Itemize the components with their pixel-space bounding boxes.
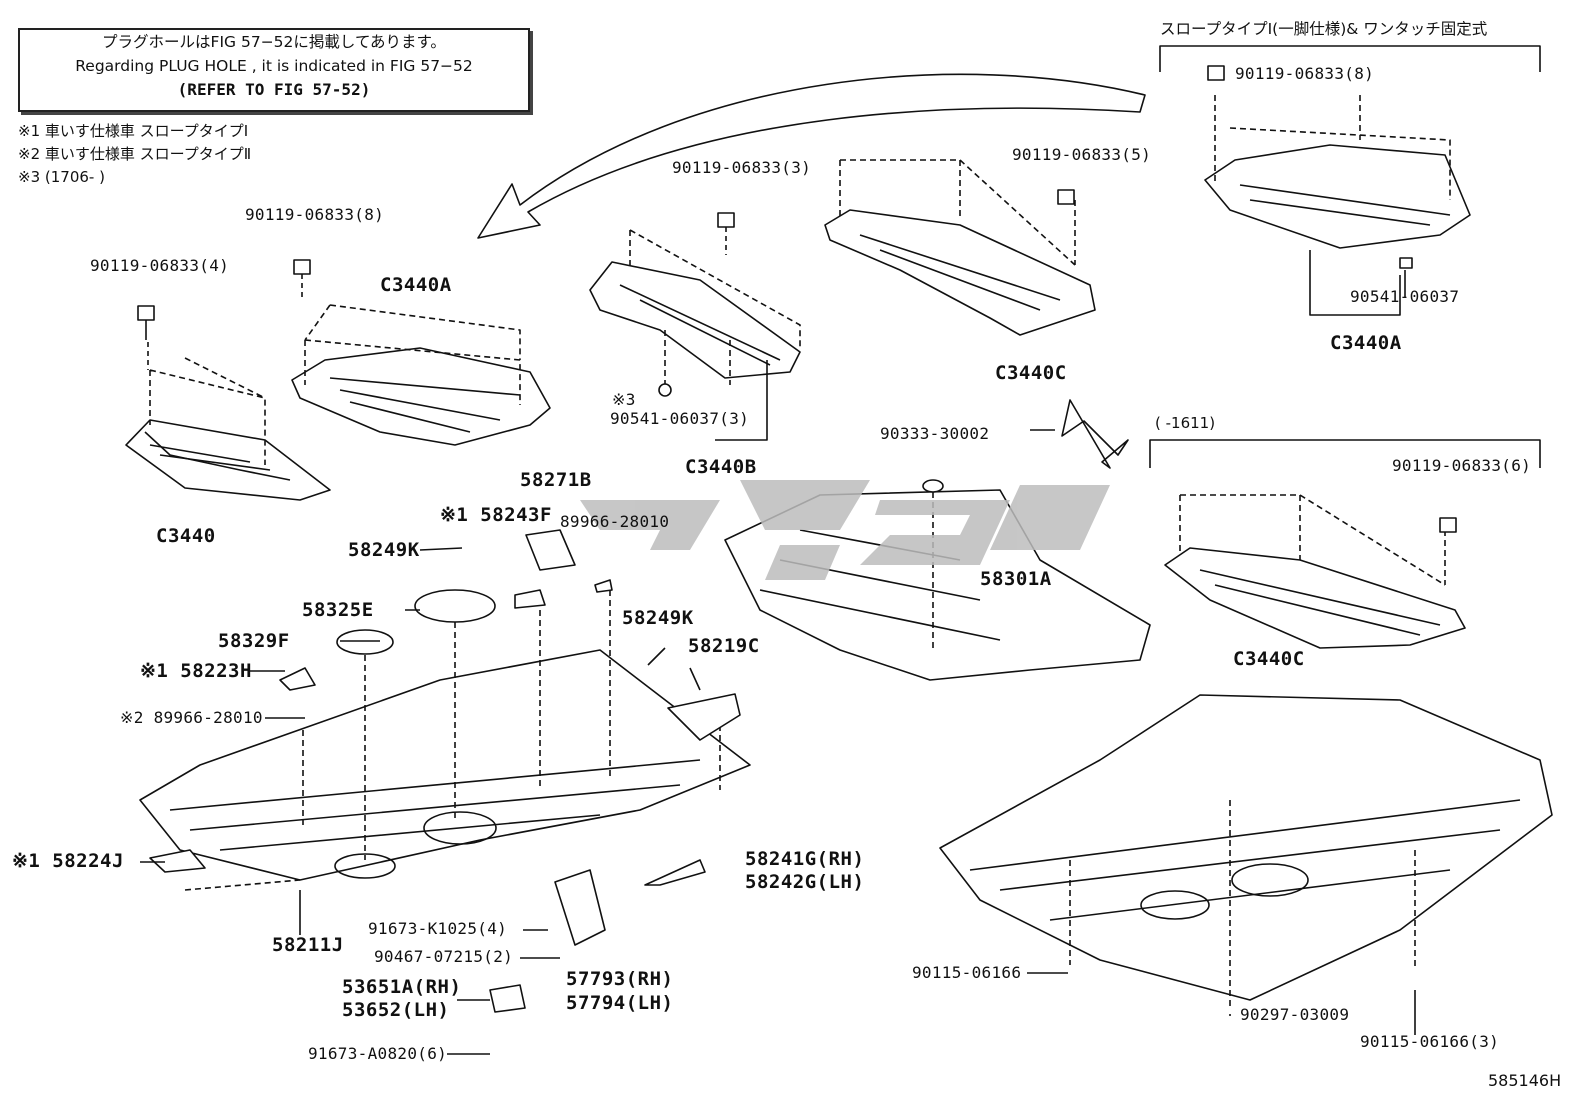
cover-c3440 — [125, 305, 331, 501]
cover-c3440c-mid — [824, 159, 1096, 336]
part-label[interactable]: 58242G(LH) — [745, 871, 865, 893]
footnote-2: ※2 車いす仕様車 スロープタイプⅡ — [18, 145, 252, 163]
part-label[interactable]: 58271B — [520, 469, 592, 491]
variant-range: ( -1611) — [1155, 414, 1216, 432]
notice-jp: プラグホールはFIG 57−52に掲載してあります。 — [102, 33, 446, 51]
part-label[interactable]: ※1 58243F — [440, 504, 552, 526]
part-label[interactable]: C3440C — [995, 362, 1067, 384]
part-label[interactable]: 91673-K1025(4) — [368, 919, 508, 938]
footnote-1: ※1 車いす仕様車 スロープタイプⅠ — [18, 122, 249, 140]
part-label: ※3 — [612, 390, 636, 409]
part-label[interactable]: C3440A — [380, 274, 452, 296]
part-label[interactable]: 90115-06166 — [912, 963, 1022, 982]
part-label[interactable]: 58211J — [272, 934, 344, 956]
notice-ref: (REFER TO FIG 57-52) — [177, 80, 371, 99]
bracket-slope-type — [1159, 45, 1541, 72]
watermark — [540, 455, 1140, 605]
part-label[interactable]: 58249K — [622, 607, 694, 629]
floor-58301a — [724, 479, 1151, 681]
part-label[interactable]: C3440C — [1233, 648, 1305, 670]
notice-en: Regarding PLUG HOLE , it is indicated in… — [75, 57, 473, 75]
part-label[interactable]: 90333-30002 — [880, 424, 990, 443]
part-label[interactable]: 58301A — [980, 568, 1052, 590]
arrow-icon — [1061, 399, 1129, 469]
figure-code: 585146H — [1488, 1071, 1562, 1090]
floor-58211j — [139, 529, 751, 1013]
part-label[interactable]: ※2 89966-28010 — [120, 708, 263, 727]
part-label[interactable]: 90119-06833(8) — [1235, 64, 1375, 83]
part-label[interactable]: 53652(LH) — [342, 999, 450, 1021]
cover-c3440b — [589, 212, 801, 441]
part-label[interactable]: 91673-A0820(6) — [308, 1044, 448, 1063]
curved-arrow-icon — [477, 73, 1146, 239]
variant-slope-type: スロープタイプⅠ(一脚仕様)& ワンタッチ固定式 — [1160, 20, 1488, 38]
part-label[interactable]: 90119-06833(6) — [1392, 456, 1532, 475]
part-label[interactable]: ※1 58223H — [140, 660, 252, 682]
part-label[interactable]: 90119-06833(8) — [245, 205, 385, 224]
part-label[interactable]: 90119-06833(5) — [1012, 145, 1152, 164]
watermark-shapes — [580, 480, 1110, 580]
cover-c3440c-right — [1164, 494, 1466, 649]
floor-right — [939, 694, 1553, 1010]
bracket-range — [1149, 439, 1541, 468]
part-label[interactable]: 90119-06833(3) — [672, 158, 812, 177]
part-label[interactable]: 90119-06833(4) — [90, 256, 230, 275]
part-label[interactable]: 90297-03009 — [1240, 1005, 1350, 1024]
cover-c3440a-left — [291, 259, 551, 446]
part-label[interactable]: ※1 58224J — [12, 850, 124, 872]
part-label[interactable]: C3440A — [1330, 332, 1402, 354]
part-label[interactable]: 57793(RH) — [566, 968, 674, 990]
part-label[interactable]: 57794(LH) — [566, 992, 674, 1014]
part-label[interactable]: 58219C — [688, 635, 760, 657]
part-label[interactable]: 90115-06166(3) — [1360, 1032, 1500, 1051]
part-label[interactable]: 58241G(RH) — [745, 848, 865, 870]
part-label[interactable]: 89966-28010 — [560, 512, 670, 531]
part-label[interactable]: 58329F — [218, 630, 290, 652]
cover-c3440a-right — [1204, 65, 1471, 316]
part-label[interactable]: 90541-06037 — [1350, 287, 1460, 306]
part-label[interactable]: C3440 — [156, 525, 216, 547]
footnote-3: ※3 (1706- ) — [18, 168, 105, 186]
part-label[interactable]: 58249K — [348, 539, 420, 561]
part-label[interactable]: 58325E — [302, 599, 374, 621]
part-label[interactable]: 90541-06037(3) — [610, 409, 750, 428]
part-label[interactable]: 90467-07215(2) — [374, 947, 514, 966]
part-label[interactable]: 53651A(RH) — [342, 976, 462, 998]
part-label[interactable]: C3440B — [685, 456, 757, 478]
plug-hole-notice: プラグホールはFIG 57−52に掲載してあります。 Regarding PLU… — [18, 28, 530, 112]
